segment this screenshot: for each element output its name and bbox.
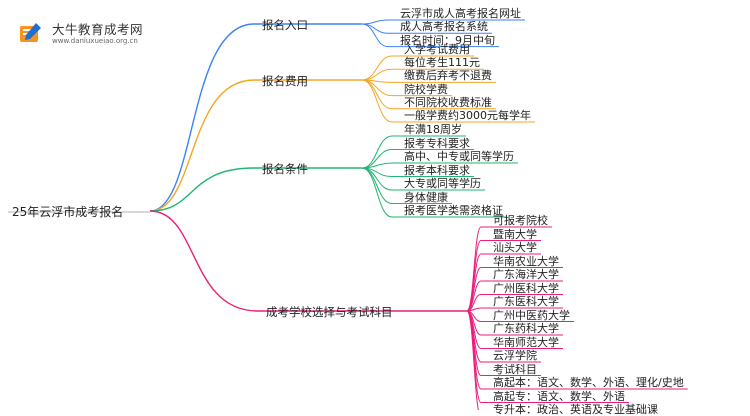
leaf-node: 云浮学院 [493, 349, 537, 362]
leaf-node: 广州医科大学 [493, 281, 559, 295]
leaf-node: 不同院校收费标准 [404, 95, 492, 109]
leaf-node: 身体健康 [404, 190, 448, 204]
leaf-connector [361, 135, 466, 169]
branch-connector-4 [149, 210, 467, 312]
branch-node-4: 成考学校选择与考试科目 [266, 305, 393, 319]
leaf-node: 年满18周岁 [404, 123, 462, 136]
leaf-node: 报考本科要求 [404, 163, 470, 177]
leaf-connector [361, 79, 535, 123]
leaf-node: 报考医学类需资格证 [404, 204, 503, 217]
leaf-node: 入学考试费用 [404, 43, 470, 56]
root-node: 25年云浮市成考报名 [12, 205, 124, 219]
branch-node-2: 报名费用 [262, 74, 308, 88]
branch-node-3: 报名条件 [262, 162, 308, 176]
leaf-connector [466, 310, 479, 410]
leaf-node: 汕头大学 [493, 241, 537, 254]
leaf-node: 可报考院校 [493, 214, 548, 227]
leaf-node: 院校学费 [404, 82, 448, 96]
leaf-node: 缴费后弃考不退费 [404, 69, 492, 83]
leaf-node: 报考专科要求 [404, 136, 470, 150]
leaf-node: 华南师范大学 [493, 335, 559, 349]
site-logo: 大牛教育成考网 www.daniuxueiao.org.cn [14, 18, 164, 52]
logo-url: www.daniuxueiao.org.cn [52, 37, 138, 45]
leaf-node: 暨南大学 [493, 227, 537, 241]
leaf-node: 高中、中专或同等学历 [404, 150, 514, 163]
leaf-node: 高起本：语文、数学、外语、理化/史地 [493, 376, 684, 389]
book-pencil-icon [20, 23, 41, 42]
branch-node-1: 报名入口 [262, 18, 308, 32]
leaf-node: 云浮市成人高考报名网址 [400, 7, 521, 20]
leaf-connector [361, 23, 499, 48]
leaf-node: 成人高考报名系统 [400, 20, 488, 34]
leaf-node: 每位考生111元 [404, 56, 480, 70]
logo-title: 大牛教育成考网 [52, 22, 144, 37]
leaf-node: 广州中医药大学 [493, 308, 570, 322]
branch-connector-1 [149, 23, 362, 212]
leaf-node: 高起专：语文、数学、外语 [493, 389, 625, 403]
leaf-connector [361, 167, 507, 218]
leaf-node: 广东药科大学 [493, 322, 559, 335]
leaf-node: 大专或同等学历 [404, 177, 481, 190]
branch-connector-2 [149, 79, 362, 212]
leaf-node: 报名时间：9月中旬 [400, 33, 495, 47]
leaf-node: 广东海洋大学 [493, 268, 559, 281]
leaf-node: 考试科目 [493, 362, 537, 376]
leaf-node: 一般学费约3000元每学年 [404, 109, 531, 122]
leaf-node: 华南农业大学 [493, 254, 559, 268]
branch-connector-3 [149, 167, 362, 212]
leaf-node: 广东医科大学 [493, 295, 559, 308]
